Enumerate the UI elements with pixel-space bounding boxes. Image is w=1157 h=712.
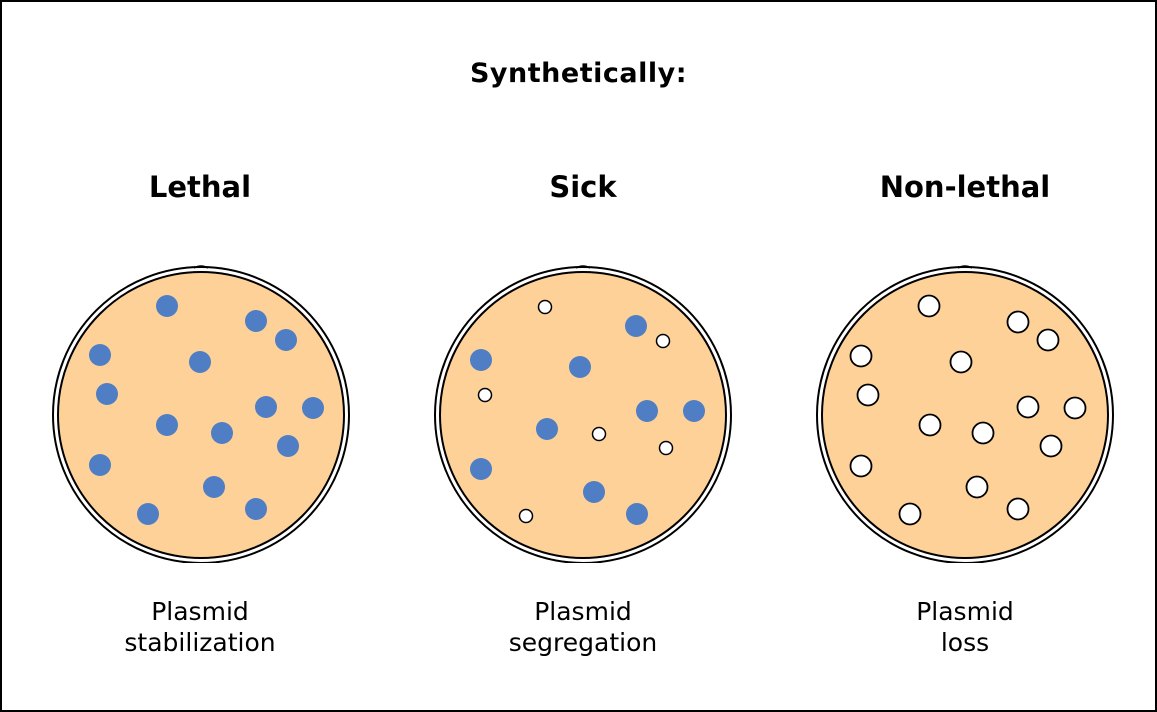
plate-label-sick: Sick (423, 170, 743, 204)
colony-blue (536, 418, 558, 440)
colony-blue (137, 503, 159, 525)
colony-white (858, 385, 879, 406)
figure-title: Synthetically: (0, 58, 1157, 89)
petri-dish-lethal (49, 263, 354, 563)
colony-white (593, 428, 606, 441)
colony-blue (89, 344, 111, 366)
colony-blue (626, 503, 648, 525)
colony-blue (625, 315, 647, 337)
colony-white (479, 389, 492, 402)
caption-non-lethal-line2: loss (805, 627, 1125, 658)
petri-dish-sick (431, 263, 736, 563)
colony-white (951, 352, 972, 373)
colony-blue (156, 295, 178, 317)
colony-blue (569, 356, 591, 378)
colony-white (851, 346, 872, 367)
colony-blue (683, 400, 705, 422)
colony-blue (255, 396, 277, 418)
colony-white (919, 296, 940, 317)
colony-blue (636, 400, 658, 422)
colony-white (1065, 398, 1086, 419)
colony-white (920, 415, 941, 436)
plate-label-lethal: Lethal (40, 170, 360, 204)
colony-white (1038, 330, 1059, 351)
colony-blue (470, 349, 492, 371)
caption-non-lethal-line1: Plasmid (805, 596, 1125, 627)
colony-blue (96, 383, 118, 405)
petri-dish-non-lethal (813, 263, 1118, 563)
colony-white (660, 442, 673, 455)
colony-blue (302, 397, 324, 419)
colony-blue (203, 476, 225, 498)
colony-blue (245, 310, 267, 332)
colony-blue (189, 351, 211, 373)
colony-blue (245, 498, 267, 520)
colony-white (1018, 397, 1039, 418)
colony-white (900, 504, 921, 525)
colony-white (1008, 312, 1029, 333)
colony-blue (211, 422, 233, 444)
colony-blue (89, 454, 111, 476)
colony-blue (275, 329, 297, 351)
colony-blue (156, 414, 178, 436)
colony-white (520, 510, 533, 523)
colony-white (973, 423, 994, 444)
plate-label-non-lethal: Non-lethal (805, 170, 1125, 204)
caption-lethal-line2: stabilization (40, 627, 360, 658)
colony-white (1041, 436, 1062, 457)
colony-white (851, 456, 872, 477)
colony-white (657, 335, 670, 348)
colony-white (1008, 499, 1029, 520)
colony-blue (583, 481, 605, 503)
colony-blue (277, 435, 299, 457)
caption-sick: Plasmid segregation (423, 596, 743, 658)
colony-white (967, 477, 988, 498)
colony-white (539, 301, 552, 314)
caption-sick-line2: segregation (423, 627, 743, 658)
caption-lethal-line1: Plasmid (40, 596, 360, 627)
colony-blue (470, 458, 492, 480)
caption-lethal: Plasmid stabilization (40, 596, 360, 658)
caption-non-lethal: Plasmid loss (805, 596, 1125, 658)
caption-sick-line1: Plasmid (423, 596, 743, 627)
